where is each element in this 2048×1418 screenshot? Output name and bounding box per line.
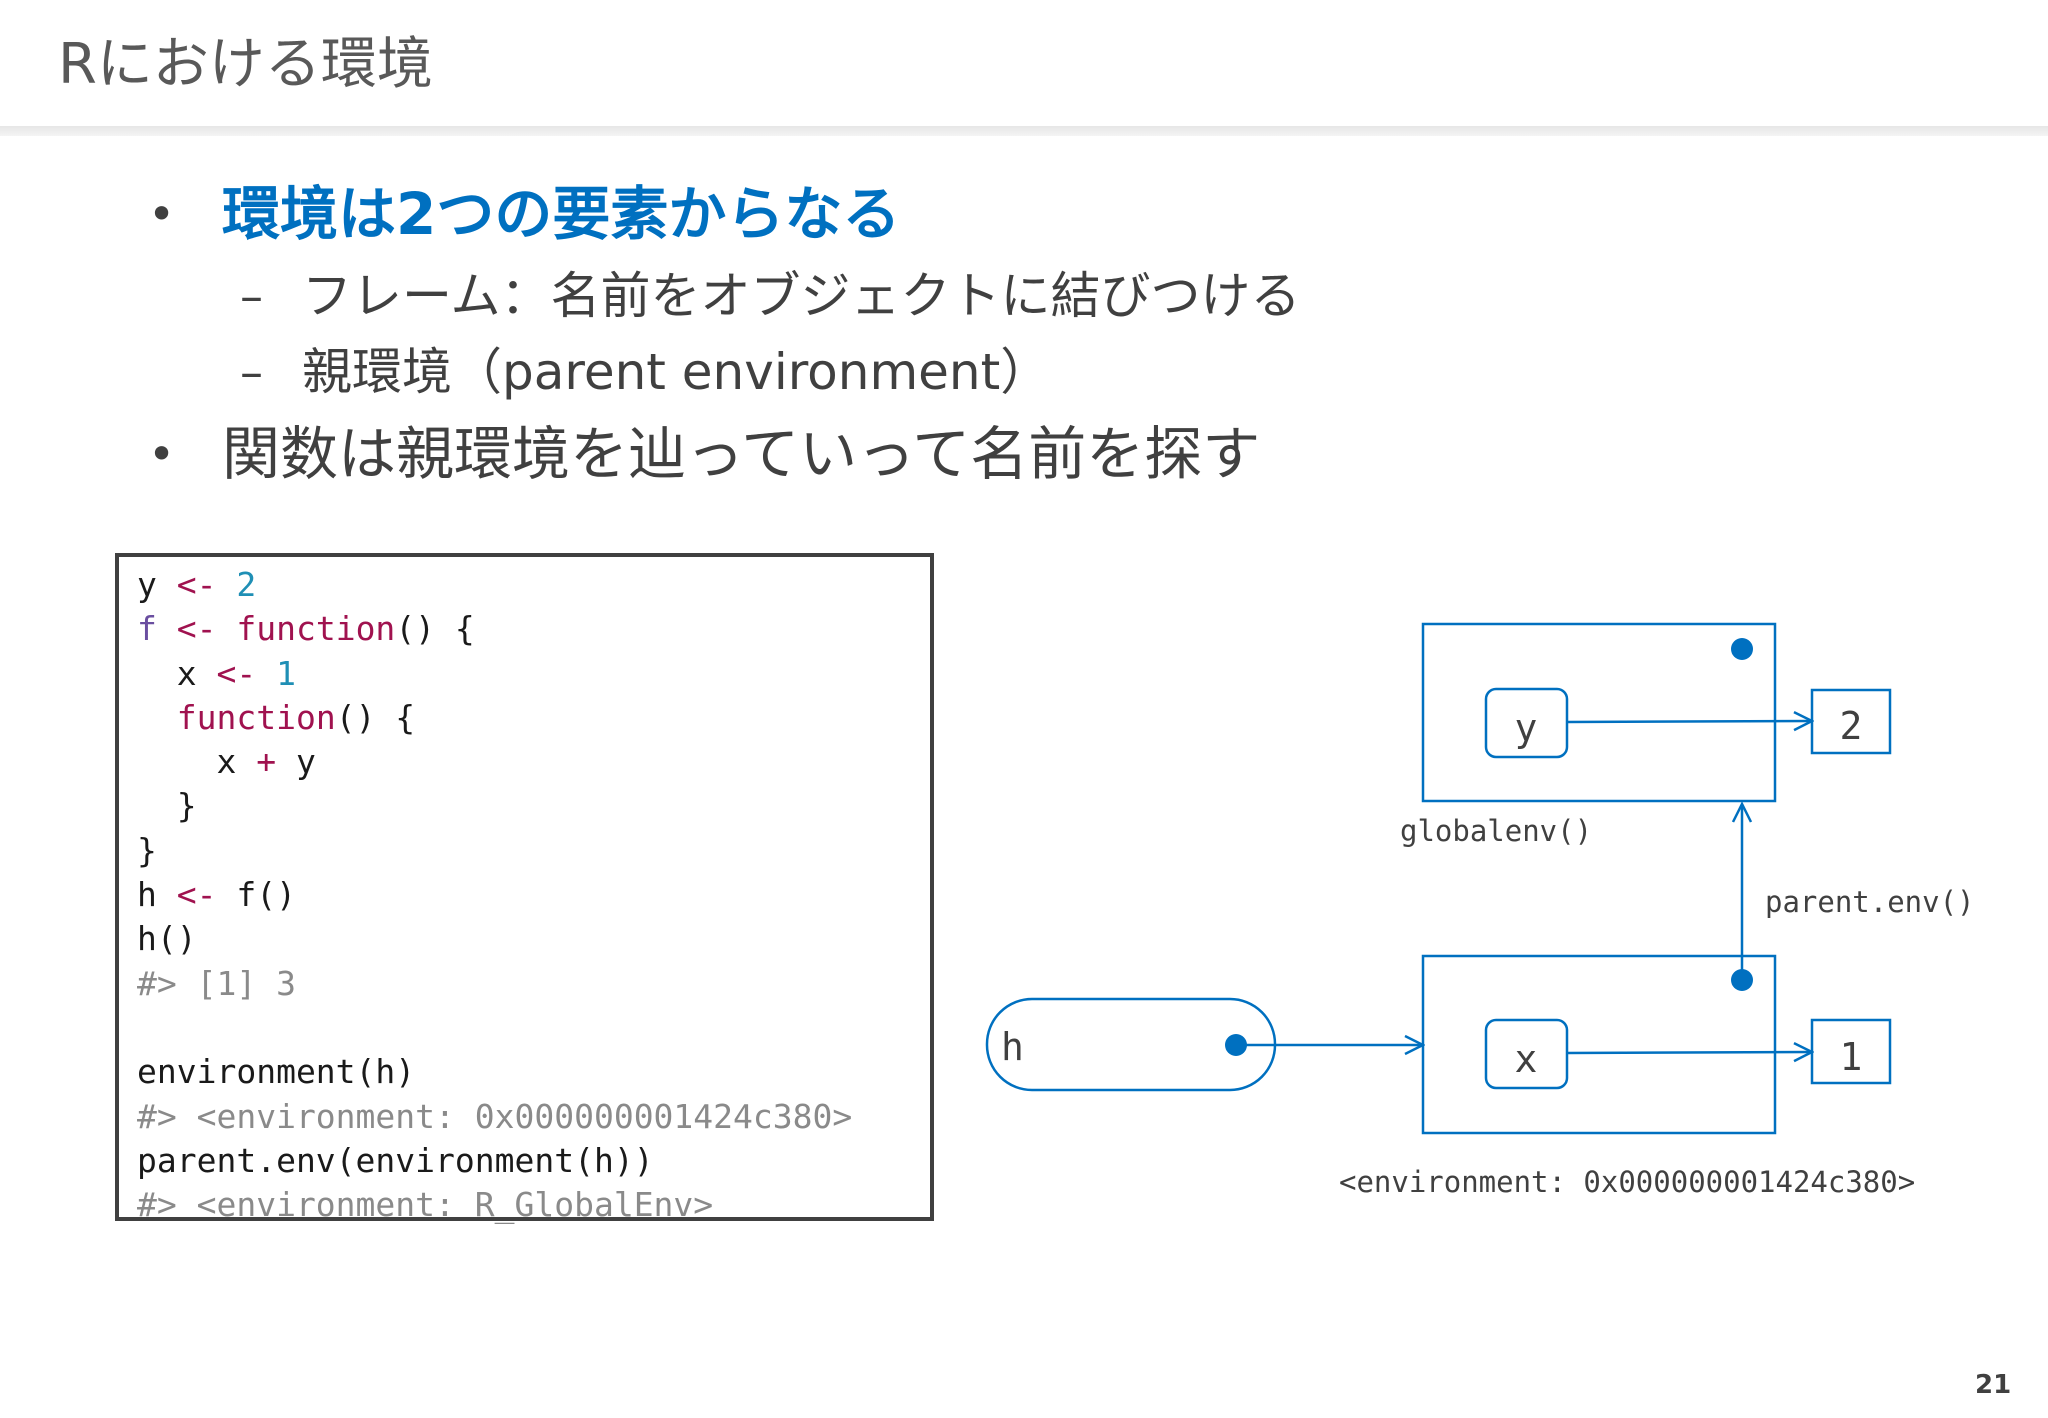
code-line: environment(h): [137, 1052, 416, 1092]
local-var-binding-box: [1484, 1018, 1569, 1090]
local-value-box: [1810, 1018, 1892, 1085]
global-env-box: [1421, 622, 1777, 803]
sub-bullet-dash: –: [240, 345, 263, 399]
bullet-function-lookup: 関数は親環境を辿っていって名前を探す: [222, 420, 1261, 488]
bullet-marker: •: [148, 427, 176, 481]
parent-env-label: parent.env(): [1765, 885, 1975, 919]
code-line: x <- 1: [137, 653, 296, 693]
global-binding-arrow: [1566, 721, 1812, 722]
code-line: h <- f(): [137, 875, 296, 915]
global-env-parent-dot: [1731, 638, 1753, 660]
global-env-label: globalenv(): [1400, 814, 1592, 848]
code-line: h(): [137, 919, 197, 959]
code-line: f <- function() {: [137, 609, 475, 649]
global-var-name: y: [1515, 706, 1538, 750]
slide-title: Rにおける環境: [58, 32, 433, 97]
bullet-marker: •: [148, 187, 176, 241]
global-value-box: [1810, 688, 1892, 755]
local-value: 1: [1840, 1035, 1863, 1079]
global-var-binding-box: [1484, 687, 1569, 759]
code-line: x + y: [137, 742, 316, 782]
sub-bullet-dash: –: [240, 269, 263, 323]
code-output-line: #> [1] 3: [137, 963, 296, 1003]
code-line: }: [137, 786, 197, 826]
r-code: y <- 2 f <- function() { x <- 1 function(…: [137, 563, 852, 1227]
code-output-line: #> <environment: R_GlobalEnv>: [137, 1185, 714, 1225]
local-binding-arrow: [1566, 1052, 1812, 1053]
function-h-name: h: [1001, 1025, 1024, 1069]
local-env-label: <environment: 0x000000001424c380>: [1339, 1165, 1915, 1199]
bullet-environment-components: 環境は2つの要素からなる: [222, 180, 901, 248]
title-divider: [0, 126, 2048, 136]
local-env-parent-dot: [1731, 969, 1753, 991]
code-line: parent.env(environment(h)): [137, 1140, 654, 1180]
local-var-name: x: [1515, 1037, 1538, 1081]
page-number: 21: [1975, 1370, 2012, 1400]
code-line: }: [137, 830, 157, 870]
sub-bullet-frame: フレーム：名前をオブジェクトに結びつける: [302, 267, 1301, 325]
code-line: function() {: [176, 697, 416, 737]
local-env-box: [1421, 954, 1777, 1135]
bullet-list: • 環境は2つの要素からなる – フレーム：名前をオブジェクトに結びつける – …: [0, 0, 2048, 520]
code-block: y <- 2 f <- function() { x <- 1 function(…: [115, 553, 934, 1224]
code-output-line: #> <environment: 0x000000001424c380>: [137, 1096, 853, 1136]
global-value: 2: [1840, 704, 1863, 748]
sub-bullet-parent-env: 親環境（parent environment）: [302, 343, 1051, 401]
code-line: y <- 2: [137, 565, 257, 604]
